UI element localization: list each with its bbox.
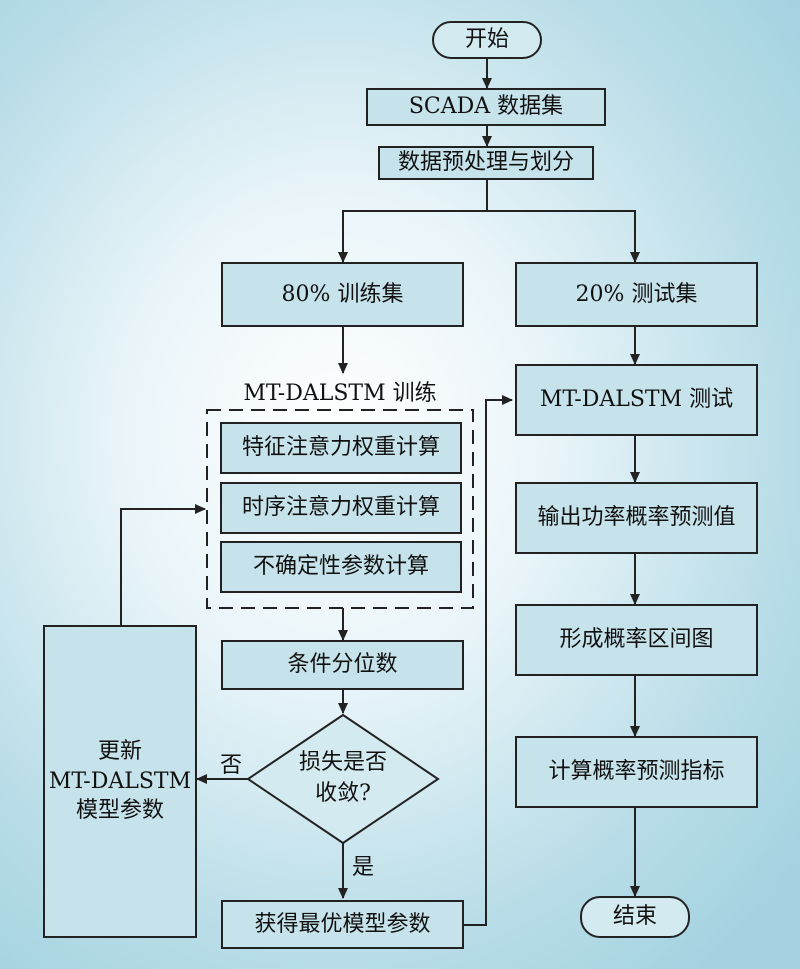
scada-dataset-node: SCADA 数据集 [366,88,606,126]
update-params-node: 更新 MT-DALSTM 模型参数 [43,625,197,938]
best-params-label: 获得最优模型参数 [254,911,431,937]
feature-attention-label: 特征注意力权重计算 [241,435,440,461]
start-label: 开始 [464,27,509,53]
decision-yes-label: 是 [351,855,374,880]
temporal-attention-label: 时序注意力权重计算 [241,495,440,521]
uncertainty-node: 不确定性参数计算 [220,541,462,593]
output-node: 输出功率概率预测值 [515,482,758,554]
update-params-label: 更新 MT-DALSTM 模型参数 [48,738,192,824]
decision-diamond [246,713,440,845]
scada-dataset-label: SCADA 数据集 [408,94,564,120]
train-set-node: 80% 训练集 [221,262,464,327]
decision-no-label: 否 [219,753,242,778]
best-params-node: 获得最优模型参数 [221,900,464,949]
output-label: 输出功率概率预测值 [537,505,736,531]
interval-label: 形成概率区间图 [559,627,714,653]
temporal-attention-node: 时序注意力权重计算 [220,482,462,534]
test-set-label: 20% 测试集 [575,281,698,307]
train-set-label: 80% 训练集 [281,281,404,307]
interval-node: 形成概率区间图 [515,604,758,676]
end-node: 结束 [580,896,690,938]
training-group-border [206,409,474,609]
decision-label: 损失是否 收敛? [298,750,387,806]
metrics-node: 计算概率预测指标 [515,736,758,808]
quantile-label: 条件分位数 [287,652,398,678]
metrics-label: 计算概率预测指标 [548,759,725,785]
start-node: 开始 [432,21,542,59]
test-label: MT-DALSTM 测试 [539,387,734,413]
quantile-node: 条件分位数 [221,640,464,690]
test-node: MT-DALSTM 测试 [515,364,758,436]
end-label: 结束 [612,904,657,930]
preprocess-label: 数据预处理与划分 [397,150,574,176]
training-group-title: MT-DALSTM 训练 [243,381,437,406]
feature-attention-node: 特征注意力权重计算 [220,422,462,474]
uncertainty-label: 不确定性参数计算 [252,554,429,580]
test-set-node: 20% 测试集 [515,262,758,327]
preprocess-node: 数据预处理与划分 [378,146,594,180]
